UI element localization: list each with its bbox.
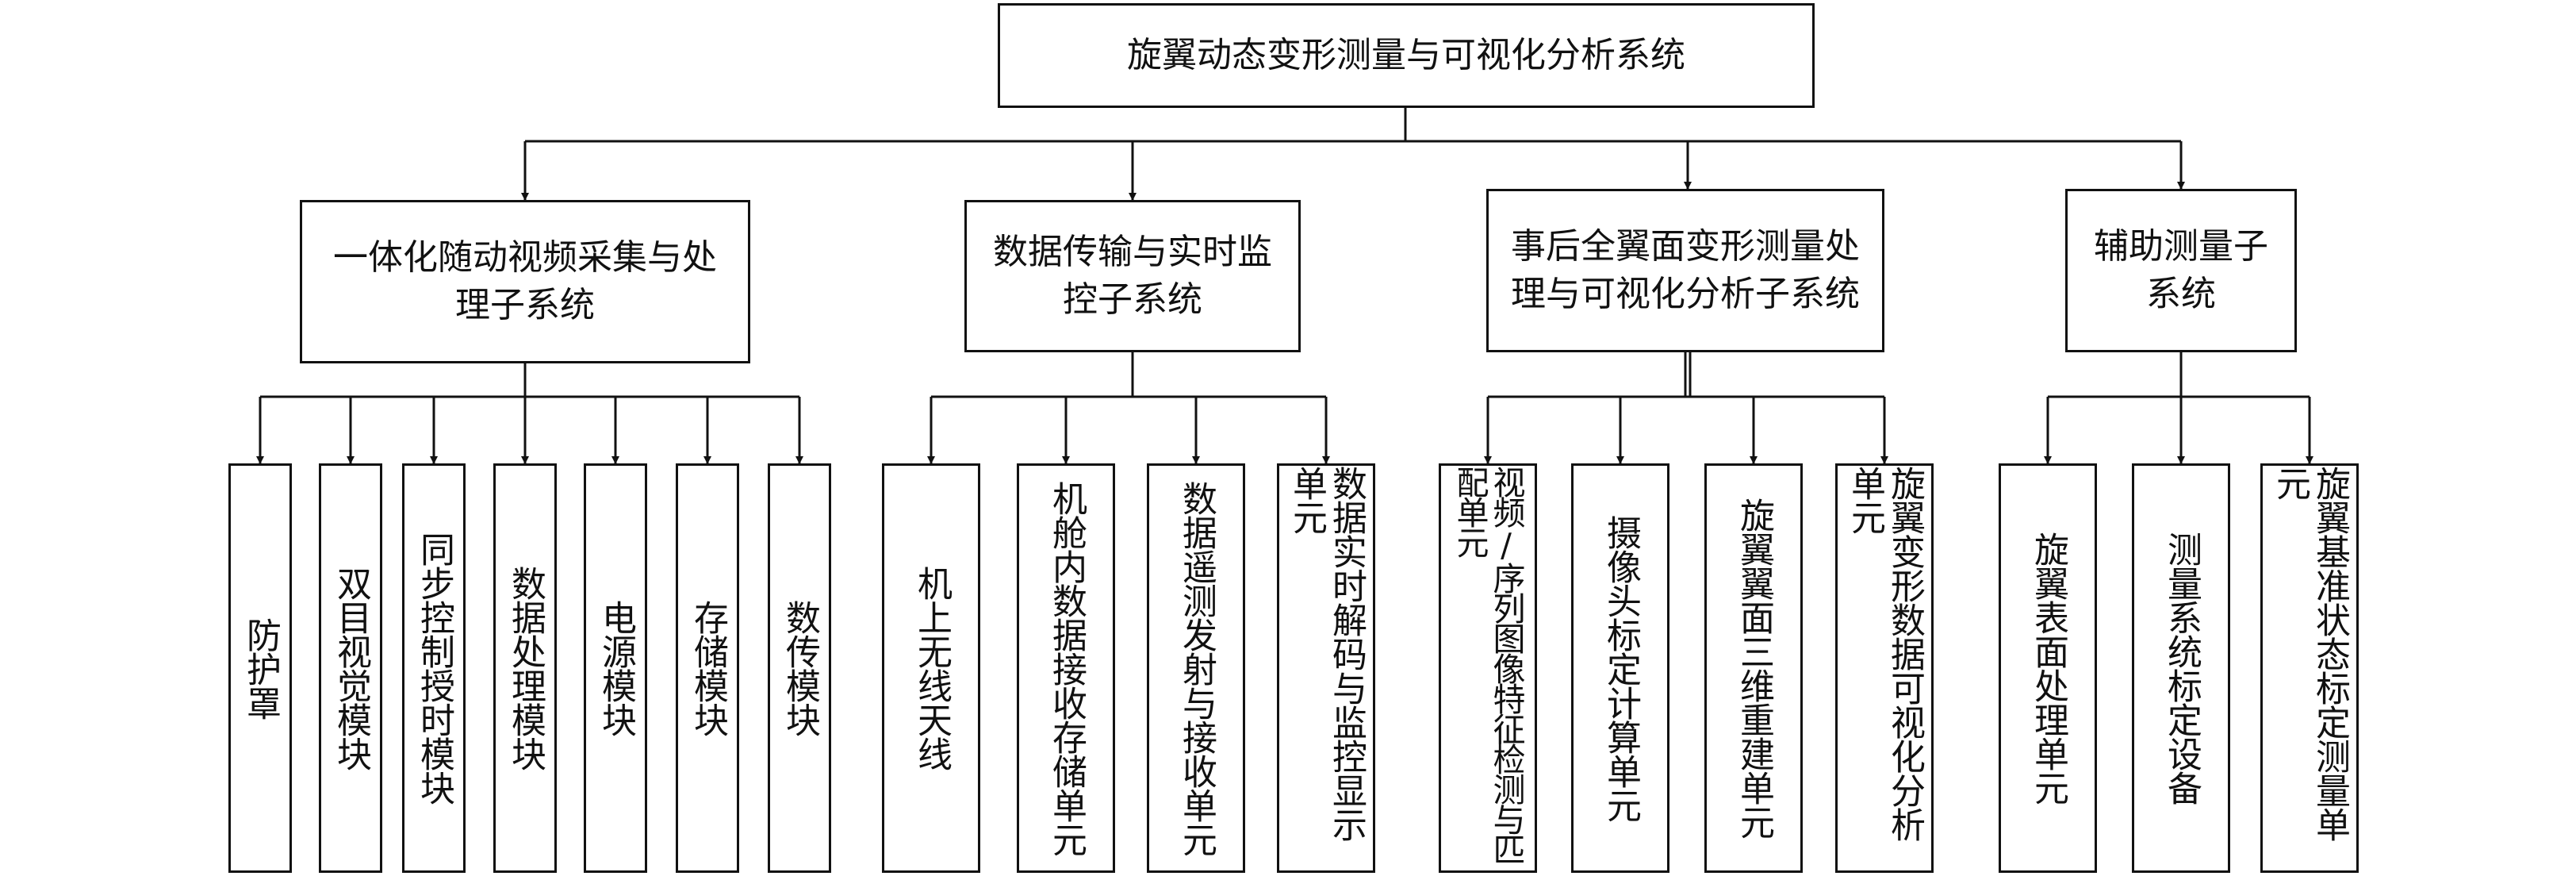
module-box: 摄像头标定计算单元	[1571, 463, 1669, 873]
module-label: 电源模块	[596, 600, 636, 736]
subsystem-box-data-transmission: 数据传输与实时监控子系统	[964, 200, 1301, 352]
module-label: 数据处理模块	[505, 566, 546, 770]
module-box: 防护罩	[228, 463, 292, 873]
module-box: 视频/序列图像特征检测与匹配单元	[1439, 463, 1537, 873]
module-label: 双目视觉模块	[331, 566, 371, 770]
module-label: 数据实时解码与监控显示单元	[1286, 466, 1367, 841]
subsystem-label: 辅助测量子系统	[2094, 226, 2268, 314]
module-box: 双目视觉模块	[319, 463, 382, 873]
subsystem-box-video-acquisition: 一体化随动视频采集与处理子系统	[300, 200, 750, 363]
module-label: 摄像头标定计算单元	[1600, 514, 1641, 822]
module-label: 数据遥测发射与接收单元	[1176, 480, 1217, 856]
module-box: 数传模块	[768, 463, 831, 873]
module-label: 旋翼表面处理单元	[2028, 532, 2068, 805]
subsystem-label: 数据传输与实时监控子系统	[993, 232, 1272, 320]
subsystem-box-post-processing: 事后全翼面变形测量处理与可视化分析子系统	[1486, 189, 1884, 352]
module-box: 旋翼翼面三维重建单元	[1704, 463, 1803, 873]
module-box: 电源模块	[584, 463, 647, 873]
module-label: 视频/序列图像特征检测与匹配单元	[1451, 466, 1525, 863]
root-system-box: 旋翼动态变形测量与可视化分析系统	[998, 3, 1815, 108]
module-label: 旋翼变形数据可视化分析单元	[1845, 466, 1925, 841]
module-box: 机上无线天线	[882, 463, 980, 873]
module-box: 旋翼变形数据可视化分析单元	[1835, 463, 1934, 873]
module-box: 数据实时解码与监控显示单元	[1277, 463, 1375, 873]
module-box: 旋翼表面处理单元	[1999, 463, 2097, 873]
module-box: 存储模块	[676, 463, 739, 873]
subsystem-label: 一体化随动视频采集与处理子系统	[333, 237, 717, 325]
subsystem-label: 事后全翼面变形测量处理与可视化分析子系统	[1511, 226, 1860, 314]
module-label: 存储模块	[688, 600, 728, 736]
module-label: 同步控制授时模块	[414, 532, 454, 805]
module-label: 机上无线天线	[911, 566, 952, 770]
module-label: 旋翼翼面三维重建单元	[1734, 498, 1774, 839]
module-box: 数据遥测发射与接收单元	[1147, 463, 1245, 873]
module-box: 数据处理模块	[493, 463, 557, 873]
subsystem-box-auxiliary-measurement: 辅助测量子系统	[2065, 189, 2297, 352]
module-box: 同步控制授时模块	[402, 463, 466, 873]
root-system-label: 旋翼动态变形测量与可视化分析系统	[1127, 35, 1685, 75]
module-box: 测量系统标定设备	[2132, 463, 2230, 873]
module-box: 旋翼基准状态标定测量单元	[2260, 463, 2359, 873]
module-box: 机舱内数据接收存储单元	[1017, 463, 1115, 873]
module-label: 机舱内数据接收存储单元	[1046, 480, 1087, 856]
module-label: 测量系统标定设备	[2161, 532, 2202, 805]
module-label: 旋翼基准状态标定测量单元	[2270, 466, 2350, 841]
module-label: 防护罩	[240, 617, 281, 720]
module-label: 数传模块	[780, 600, 820, 736]
